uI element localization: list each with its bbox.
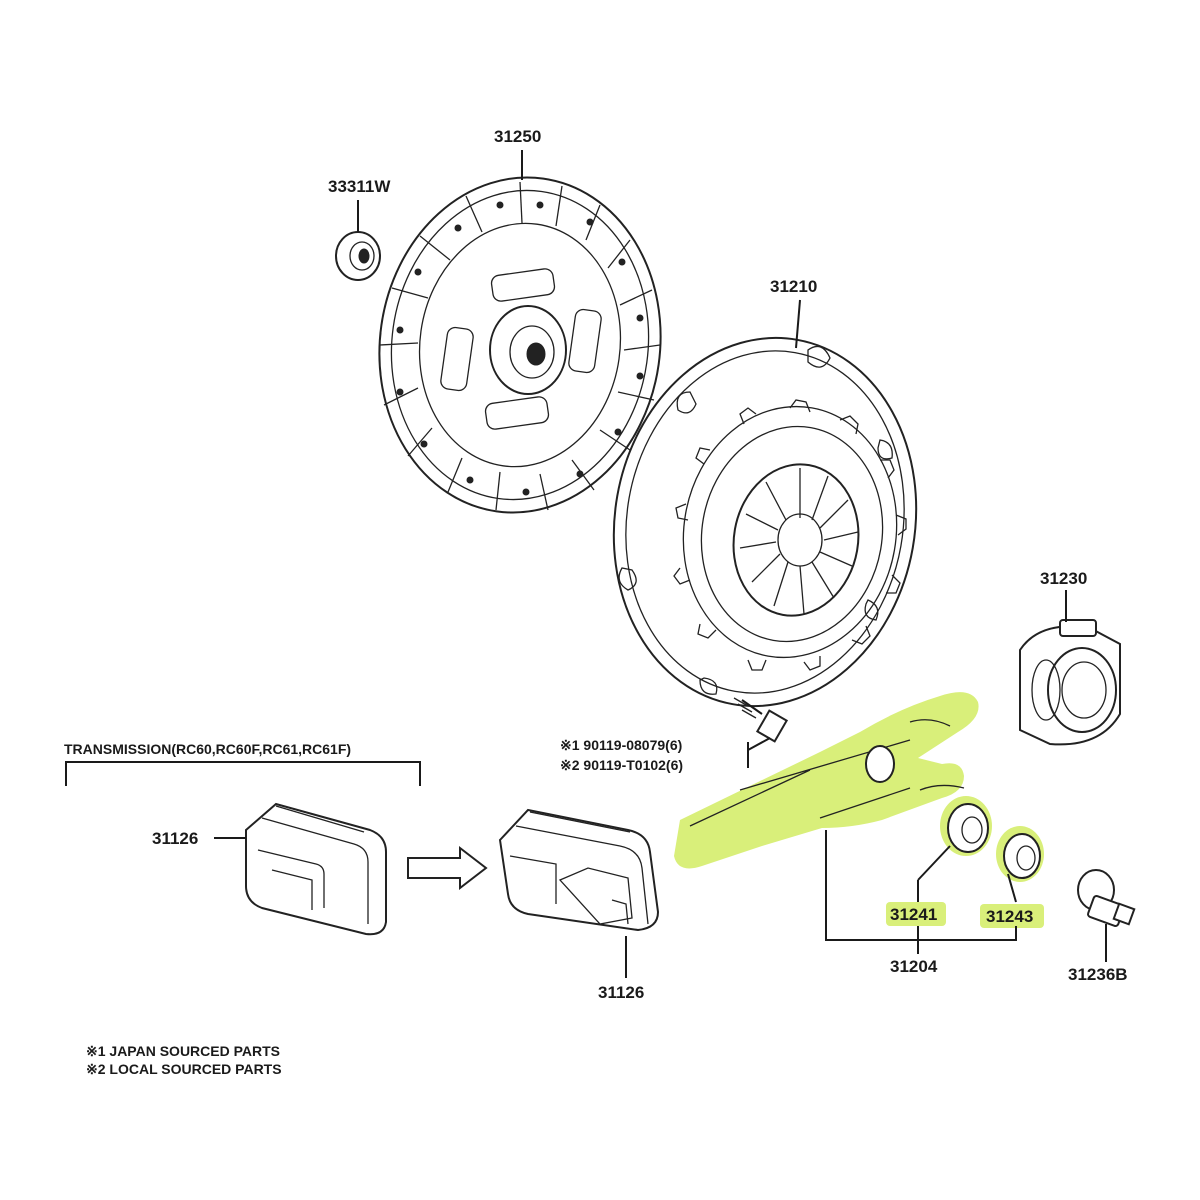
label-31204[interactable]: 31204 bbox=[890, 957, 938, 976]
leader-31241 bbox=[917, 845, 951, 881]
label-31243[interactable]: 31243 bbox=[986, 907, 1033, 926]
label-31250[interactable]: 31250 bbox=[494, 127, 541, 146]
label-31126-right[interactable]: 31126 bbox=[598, 983, 644, 1002]
pivot-31236b[interactable] bbox=[1077, 869, 1136, 927]
clutch-housing-cover-31126-right[interactable] bbox=[498, 808, 660, 932]
release-bearing-31230[interactable] bbox=[1019, 619, 1121, 746]
transmission-bracket bbox=[65, 761, 421, 786]
label-31230[interactable]: 31230 bbox=[1040, 569, 1087, 588]
clutch-cover-31210[interactable] bbox=[585, 314, 945, 730]
pilot-bearing-33311w[interactable] bbox=[335, 231, 381, 281]
footnote-2: ※2 LOCAL SOURCED PARTS bbox=[86, 1061, 282, 1077]
leader-bolt bbox=[747, 737, 771, 751]
highlight-31241 bbox=[886, 902, 946, 926]
part-31241[interactable] bbox=[940, 796, 992, 856]
release-fork-31204[interactable] bbox=[674, 692, 979, 869]
bolt-note-2[interactable]: ※2 90119-T0102(6) bbox=[560, 757, 683, 773]
replacement-arrow bbox=[407, 845, 488, 891]
label-33311w[interactable]: 33311W bbox=[328, 177, 391, 196]
clutch-housing-cover-31126-left[interactable] bbox=[245, 802, 387, 936]
label-31126-left[interactable]: 31126 bbox=[152, 829, 198, 848]
bracket-31204 bbox=[825, 830, 1017, 941]
bolt-note-1[interactable]: ※1 90119-08079(6) bbox=[560, 737, 682, 753]
label-31236b[interactable]: 31236B bbox=[1068, 965, 1128, 984]
cover-bolt[interactable] bbox=[733, 697, 789, 743]
clutch-disc-31250[interactable] bbox=[358, 159, 682, 531]
highlight-31243 bbox=[980, 904, 1044, 928]
footnote-1: ※1 JAPAN SOURCED PARTS bbox=[86, 1043, 280, 1059]
leader-31243 bbox=[1007, 873, 1017, 903]
leader-31210 bbox=[795, 299, 801, 349]
part-31243[interactable] bbox=[996, 826, 1044, 882]
label-31241[interactable]: 31241 bbox=[890, 905, 937, 924]
transmission-header[interactable]: TRANSMISSION(RC60,RC60F,RC61,RC61F) bbox=[64, 741, 351, 757]
label-31210[interactable]: 31210 bbox=[770, 277, 817, 296]
